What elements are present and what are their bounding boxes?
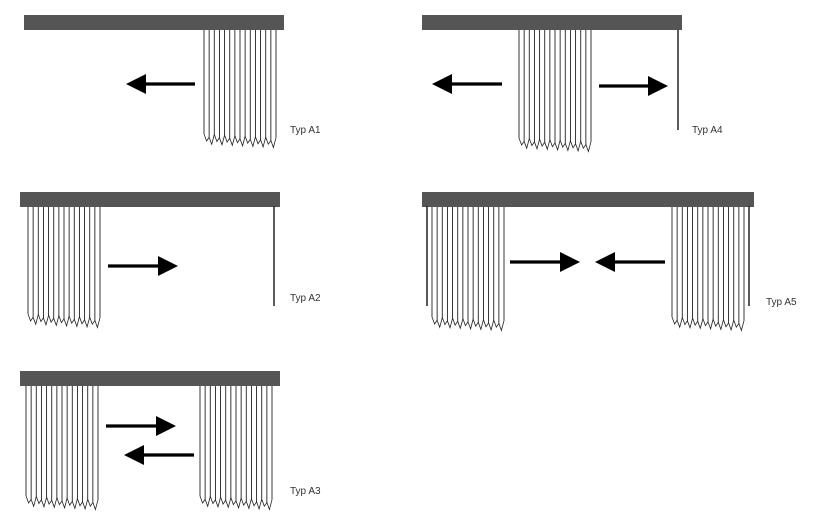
curtain-hem (203, 133, 277, 149)
curtain-stack (27, 207, 101, 329)
diagram-typ-a3 (20, 371, 280, 511)
curtain-stack (199, 386, 273, 511)
diagram-typ-a4 (422, 15, 682, 153)
curtain-hem (199, 495, 273, 511)
arrow-left-icon (124, 445, 194, 465)
arrow-head (126, 74, 146, 94)
arrow-head (595, 252, 615, 272)
curtain-rail (20, 192, 280, 207)
curtain-hem (25, 495, 99, 511)
arrow-head (156, 416, 176, 436)
arrow-right-icon (108, 256, 178, 276)
curtain-rail (24, 15, 284, 30)
arrow-right-icon (599, 76, 668, 96)
label-typ-a5: Typ A5 (766, 297, 797, 308)
curtain-stack (671, 207, 745, 332)
curtain-stack (431, 207, 505, 332)
arrow-head (560, 252, 580, 272)
curtain-hem (518, 137, 592, 153)
arrow-head (124, 445, 144, 465)
diagram-typ-a2 (20, 192, 280, 329)
arrow-head (648, 76, 668, 96)
curtain-rail (422, 192, 754, 207)
arrow-left-icon (595, 252, 665, 272)
curtain-rail (20, 371, 280, 386)
curtain-hem (27, 313, 101, 329)
curtain-rail (422, 15, 682, 30)
arrow-right-icon (106, 416, 176, 436)
diagram-typ-a1 (24, 15, 284, 149)
curtain-stack (203, 30, 277, 149)
label-typ-a1: Typ A1 (290, 125, 321, 136)
arrow-head (432, 74, 452, 94)
label-typ-a3: Typ A3 (290, 486, 321, 497)
arrow-left-icon (432, 74, 502, 94)
label-typ-a4: Typ A4 (692, 125, 723, 136)
curtain-stack (518, 30, 592, 153)
curtain-hem (431, 316, 505, 332)
label-typ-a2: Typ A2 (290, 293, 321, 304)
diagram-typ-a5 (422, 192, 754, 332)
arrow-left-icon (126, 74, 195, 94)
arrow-head (158, 256, 178, 276)
curtain-hem (671, 316, 745, 332)
arrow-right-icon (510, 252, 580, 272)
curtain-stack (25, 386, 99, 511)
